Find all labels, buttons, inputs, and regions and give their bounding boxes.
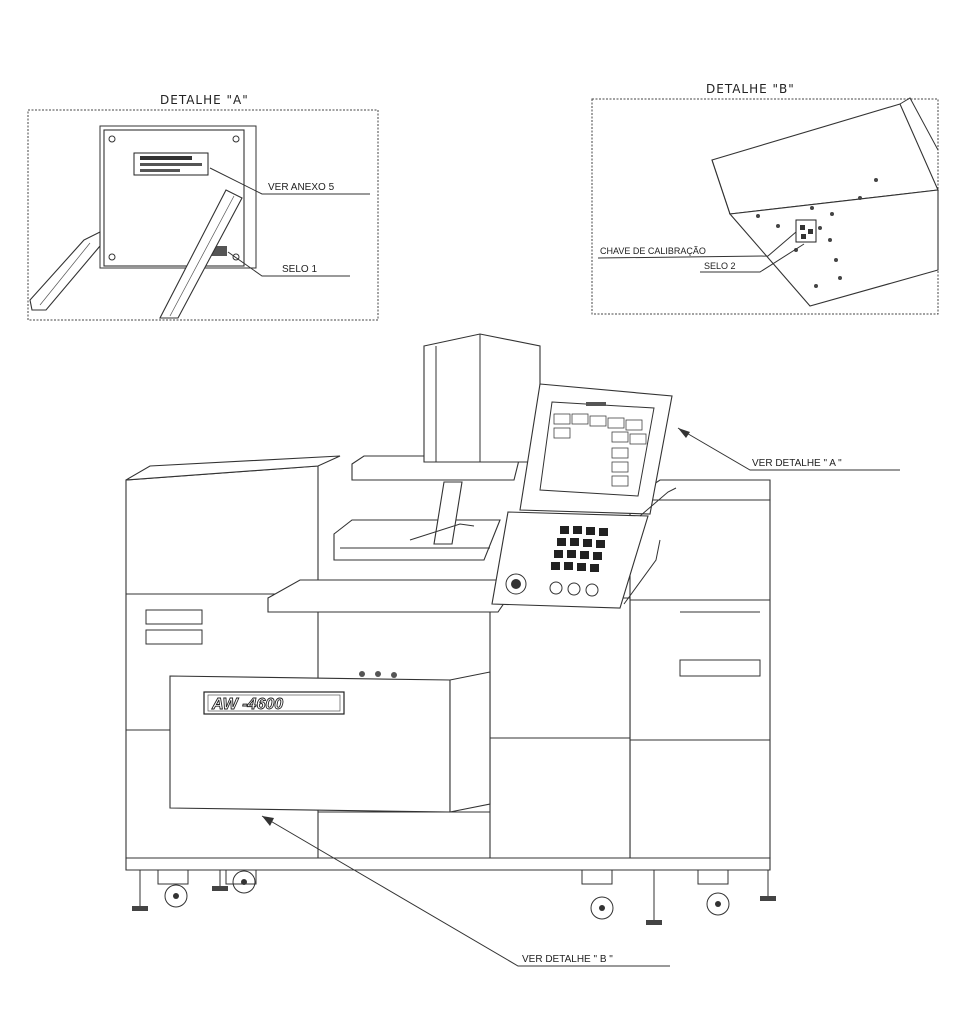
machine-drawer-side xyxy=(449,671,491,813)
detail-a-right-arm xyxy=(159,189,243,319)
screw-icon xyxy=(232,135,240,143)
detail-a-seal-leader xyxy=(227,251,350,277)
emergency-knob-icon xyxy=(505,573,527,595)
screw-icon xyxy=(108,253,116,261)
detail-b-callout-leader xyxy=(261,815,670,967)
detail-b-key-leader xyxy=(597,231,797,259)
detail-a-left-arm xyxy=(29,231,101,311)
machine-printer-hood xyxy=(423,333,541,463)
caster-wheels xyxy=(157,869,730,920)
machine-model-plate xyxy=(203,691,345,715)
label-plate-text-line xyxy=(140,156,192,160)
detail-b: DETALHE "B" CHAVE DE CALIBRAÇÃO SELO 2 xyxy=(591,82,939,315)
detail-a-frame xyxy=(27,109,379,321)
detail-a-title: DETALHE "A" xyxy=(160,93,249,107)
detail-b-seal-leader xyxy=(700,243,805,273)
machine-keypad-panel xyxy=(491,511,649,609)
display-key-grid xyxy=(553,413,647,487)
detail-a-seal xyxy=(205,246,227,256)
machine-upper-tray xyxy=(333,519,501,561)
detail-a-seal-label: SELO 1 xyxy=(282,264,317,275)
left-tower-slot xyxy=(145,629,203,645)
detail-a: DETALHE "A" VER ANEXO 5 SELO 1 xyxy=(27,93,379,321)
left-tower-slot xyxy=(145,609,203,625)
label-plate-text-line xyxy=(140,163,202,166)
machine-display-screen xyxy=(539,401,655,497)
detail-a-callout-label: VER DETALHE " A " xyxy=(752,458,842,469)
label-plate-text-line xyxy=(140,169,180,172)
machine-work-table xyxy=(267,579,522,613)
detail-a-back-plate xyxy=(99,125,257,269)
detail-b-seal-label: SELO 2 xyxy=(704,261,736,271)
machine-center-cabinet xyxy=(489,597,631,859)
machine-left-tower-top xyxy=(125,455,341,481)
machine-right-tower xyxy=(629,499,771,859)
detail-b-screws xyxy=(756,178,878,288)
machine-model-label: AW -4600 xyxy=(211,696,283,713)
detail-b-key-label: CHAVE DE CALIBRAÇÃO xyxy=(600,246,706,256)
screw-icon xyxy=(232,253,240,261)
screw-icon xyxy=(108,135,116,143)
detail-a-callout-leader xyxy=(677,427,900,471)
detail-b-callout-label: VER DETALHE " B " xyxy=(522,954,613,965)
control-button-icon xyxy=(567,582,581,596)
detail-b-cabinet-bottom xyxy=(728,189,939,307)
machine-display-housing xyxy=(519,383,673,515)
detail-b-title: DETALHE "B" xyxy=(706,82,795,96)
keypad-keys xyxy=(551,526,608,572)
right-tower-slot xyxy=(679,659,761,677)
detail-a-annex-leader xyxy=(209,167,370,195)
leveling-feet xyxy=(132,870,776,925)
machine-base xyxy=(125,857,771,871)
control-button-icon xyxy=(585,583,599,597)
machine-illustration: AW -4600 VER DETALHE " A " V xyxy=(125,333,900,967)
detail-a-annex-label: VER ANEXO 5 xyxy=(268,182,335,193)
control-button-icon xyxy=(549,581,563,595)
machine-support-arm xyxy=(433,481,463,545)
